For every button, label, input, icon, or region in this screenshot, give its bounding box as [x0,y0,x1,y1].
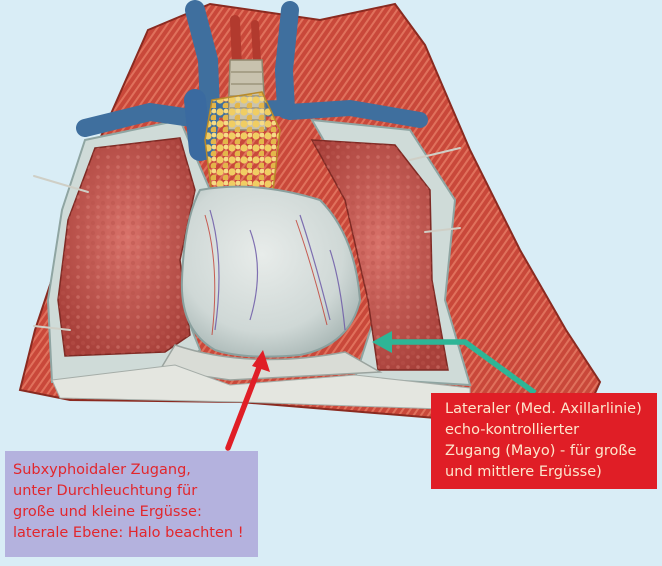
lateral-line-2: echo-kontrollierter [445,422,580,438]
subxy-line-3: große und kleine Ergüsse: [13,504,202,520]
lateral-arrow [372,331,537,396]
subxy-line-4: laterale Ebene: Halo beachten ! [13,525,244,541]
subxyphoidal-approach-label: Subxyphoidaler Zugang, unter Durchleucht… [5,451,258,557]
diaphragm [158,344,383,381]
subxyphoidal-arrow [225,350,270,451]
lateral-line-3: Zugang (Mayo) - für große [445,443,637,459]
subxy-line-1: Subxyphoidaler Zugang, [13,462,191,478]
subxy-line-2: unter Durchleuchtung für [13,483,198,499]
lateral-line-1: Lateraler (Med. Axillarlinie) [445,401,642,417]
lateral-approach-label: Lateraler (Med. Axillarlinie) echo-kontr… [431,393,657,489]
dissection-pins [33,147,461,331]
pericardium [180,185,362,358]
pericardial-vessels [209,209,346,331]
lateral-line-4: und mittlere Ergüsse) [445,464,602,480]
